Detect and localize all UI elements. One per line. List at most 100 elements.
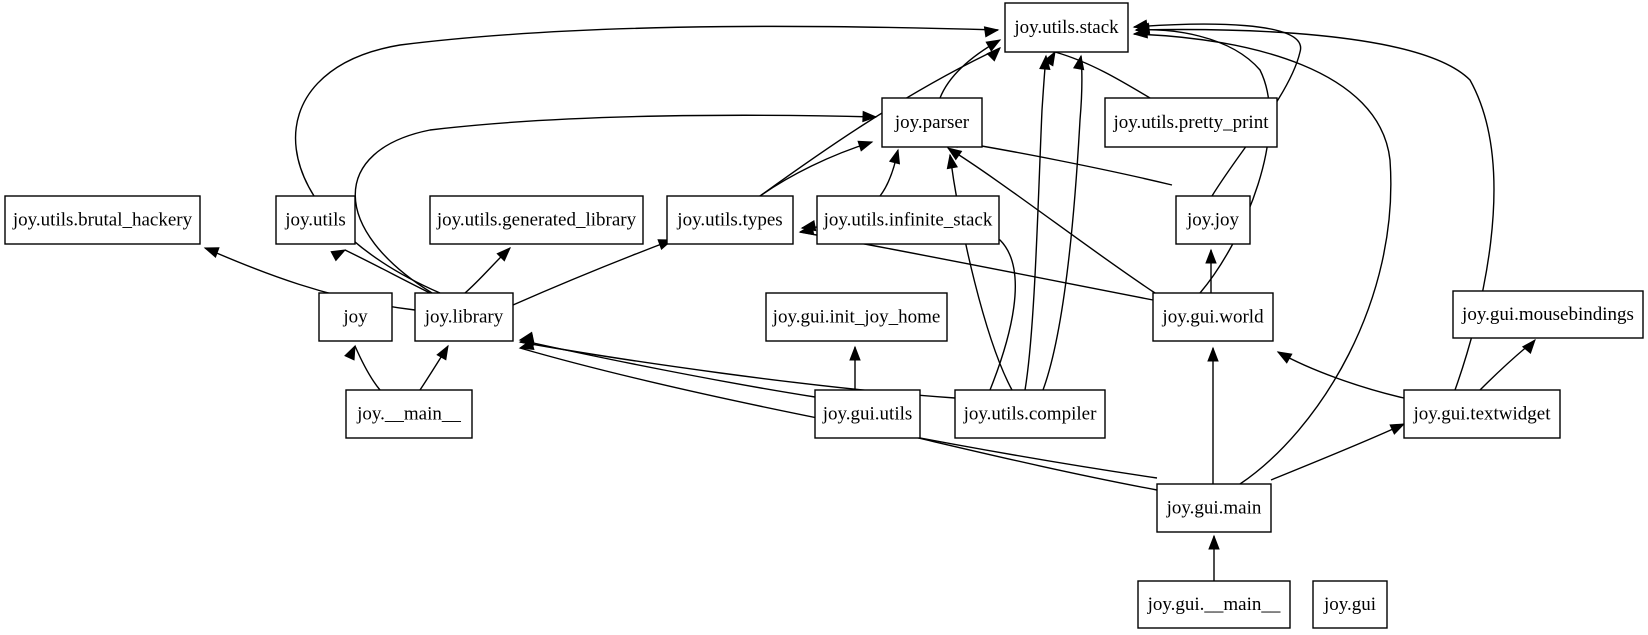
arrowhead-into-joy-utils-stack: [983, 26, 1000, 38]
node-joy-gui---main--[interactable]: joy.gui.__main__: [1137, 580, 1291, 629]
node-label: joy.utils.infinite_stack: [823, 209, 993, 230]
edge-joy-gui-world-to-joy-utils-stack: [1135, 28, 1271, 294]
edge-joy-library-to-joy-utils-types: [512, 239, 673, 306]
edge-joy-gui-main-to-joy-gui-textwidget: [1270, 423, 1405, 481]
arrowhead-into-joy-library: [518, 331, 535, 343]
node-joy-gui-mousebindings[interactable]: joy.gui.mousebindings: [1452, 290, 1644, 339]
arrowhead-into-joy-gui-init-joy-home: [849, 345, 861, 361]
arrowhead-into-joy-utils-generated-library: [496, 247, 511, 262]
node-label: joy.utils.types: [676, 209, 782, 230]
arrowhead-into-joy-parser: [862, 110, 878, 123]
node-box[interactable]: [345, 389, 473, 439]
node-joy-utils-stack[interactable]: joy.utils.stack: [1004, 2, 1129, 53]
node-box[interactable]: [1137, 580, 1291, 629]
node-joy-gui[interactable]: joy.gui: [1312, 580, 1388, 629]
node-joy-utils-infinite-stack[interactable]: joy.utils.infinite_stack: [816, 195, 1000, 245]
edge-joy-utils-compiler-to-joy-utils-stack: [1042, 55, 1083, 391]
node-label: joy.utils.generated_library: [436, 209, 637, 230]
node-box[interactable]: [814, 389, 921, 439]
node-box[interactable]: [1004, 2, 1129, 53]
nodes-layer: joy.utils.stack joy.parser joy.utils.prett…: [4, 2, 1644, 629]
node-joy-parser[interactable]: joy.parser: [881, 97, 983, 148]
node-label: joy.__main__: [356, 403, 461, 424]
node-joy-gui-utils[interactable]: joy.gui.utils: [814, 389, 921, 439]
node-joy-utils-pretty-print[interactable]: joy.utils.pretty_print: [1104, 97, 1278, 148]
node-label: joy.gui.mousebindings: [1461, 304, 1634, 325]
node-label: joy.gui.init_joy_home: [772, 306, 941, 327]
node-box[interactable]: [414, 292, 514, 342]
node-joy-library[interactable]: joy.library: [414, 292, 514, 342]
node-box[interactable]: [1452, 290, 1644, 339]
node-label: joy.gui.world: [1161, 306, 1264, 327]
edge-joy-utils-compiler-to-joy-utils-stack: [1024, 55, 1047, 391]
node-joy[interactable]: joy: [318, 292, 393, 342]
node-joy-gui-main[interactable]: joy.gui.main: [1156, 483, 1272, 533]
edge-joy-utils-compiler-to-joy-parser: [949, 154, 1013, 391]
arrowhead-into-joy-utils-types: [800, 220, 817, 232]
arrowhead-into-joy-utils-stack: [985, 39, 1002, 52]
arrowhead-into-joy-utils-stack: [1039, 54, 1051, 70]
node-box[interactable]: [1152, 292, 1274, 342]
node-box[interactable]: [318, 292, 393, 342]
edge-joy---main---to-joy: [354, 345, 381, 391]
edge-joy-gui-textwidget-to-joy-gui-world: [1277, 351, 1405, 399]
node-joy-gui-textwidget[interactable]: joy.gui.textwidget: [1403, 389, 1561, 439]
arrowheads-layer: [203, 19, 1536, 550]
node-joy-utils-types[interactable]: joy.utils.types: [666, 195, 794, 245]
node-joy-gui-init-joy-home[interactable]: joy.gui.init_joy_home: [765, 292, 948, 342]
arrowhead-into-joy-joy: [1205, 248, 1217, 264]
arrowhead-into-joy-utils-stack: [986, 47, 1001, 62]
node-label: joy.parser: [894, 112, 970, 133]
node-label: joy.gui: [1323, 594, 1376, 615]
node-joy-utils[interactable]: joy.utils: [275, 195, 356, 245]
node-box[interactable]: [1312, 580, 1388, 629]
node-box[interactable]: [275, 195, 356, 245]
node-box[interactable]: [1104, 97, 1278, 148]
node-joy-utils-brutal-hackery[interactable]: joy.utils.brutal_hackery: [4, 195, 201, 245]
arrowhead-into-joy-utils-stack: [1134, 23, 1150, 35]
node-box[interactable]: [1175, 195, 1251, 245]
node-box[interactable]: [4, 195, 201, 245]
node-label: joy.gui.utils: [822, 403, 913, 424]
node-label: joy.utils.stack: [1013, 17, 1119, 38]
edge-joy-library-to-joy-parser: [354, 114, 877, 294]
node-box[interactable]: [666, 195, 794, 245]
node-joy-gui-world[interactable]: joy.gui.world: [1152, 292, 1274, 342]
node-box[interactable]: [429, 195, 644, 245]
node-joy-utils-generated-library[interactable]: joy.utils.generated_library: [429, 195, 644, 245]
node-label: joy.joy: [1186, 209, 1240, 230]
arrowhead-into-joy-parser: [857, 140, 874, 152]
arrowhead-into-joy-gui-main: [1208, 534, 1220, 550]
node-label: joy.library: [424, 306, 504, 327]
node-label: joy: [342, 306, 368, 327]
node-box[interactable]: [1403, 389, 1561, 439]
node-joy-utils-compiler[interactable]: joy.utils.compiler: [954, 389, 1106, 439]
node-label: joy.utils: [284, 209, 346, 230]
arrowhead-into-joy-gui-mousebindings: [1521, 338, 1536, 355]
arrowhead-into-joy-parser: [888, 148, 901, 165]
arrowhead-into-joy: [344, 344, 356, 361]
node-label: joy.gui.__main__: [1147, 594, 1281, 615]
node-box[interactable]: [816, 195, 1000, 245]
node-label: joy.utils.brutal_hackery: [12, 209, 193, 230]
arrowhead-into-joy-parser: [946, 147, 963, 161]
node-joy-joy[interactable]: joy.joy: [1175, 195, 1251, 245]
node-joy---main--[interactable]: joy.__main__: [345, 389, 473, 439]
arrowhead-into-joy-gui-world: [1276, 351, 1293, 364]
node-box[interactable]: [765, 292, 948, 342]
arrowhead-into-joy-utils-stack: [1073, 54, 1085, 71]
arrowhead-into-joy-utils-brutal-hackery: [203, 247, 220, 258]
node-label: joy.gui.textwidget: [1412, 403, 1551, 424]
edge-joy-gui-world-to-joy-parser: [947, 147, 1156, 294]
node-box[interactable]: [881, 97, 983, 148]
arrowhead-into-joy-gui-world: [1207, 346, 1219, 362]
node-box[interactable]: [954, 389, 1106, 439]
edge-joy-utils-pretty-print-to-joy-utils-stack: [1054, 51, 1151, 99]
node-box[interactable]: [1156, 483, 1272, 533]
arrowhead-into-joy-library: [436, 344, 449, 361]
arrowhead-into-joy-gui-textwidget: [1389, 423, 1406, 435]
edge-joy-gui-main-to-joy-utils-stack: [1133, 33, 1392, 485]
edge-joy-joy-to-joy-utils-stack: [1133, 23, 1302, 197]
